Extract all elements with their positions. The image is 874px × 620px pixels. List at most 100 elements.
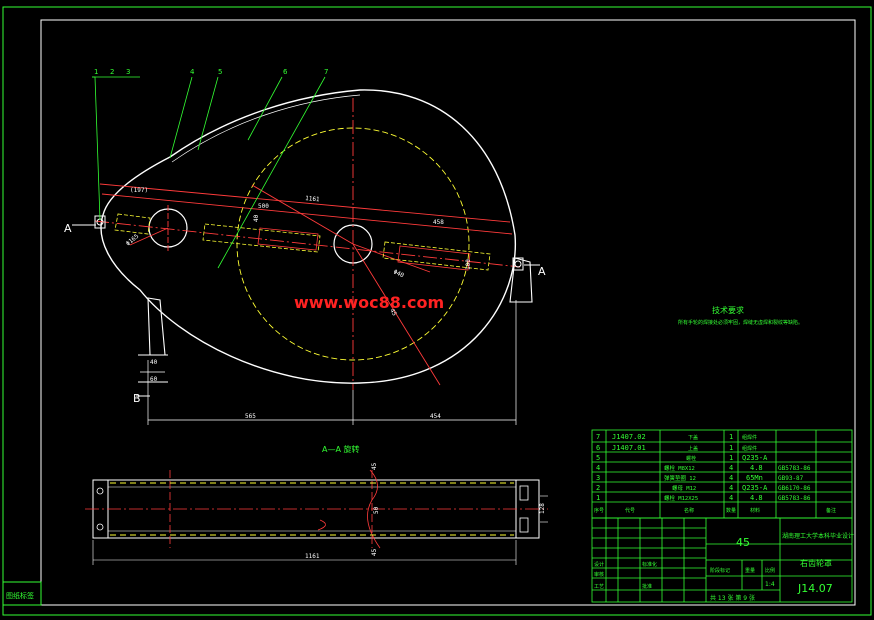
bom-row-7-mat: 组焊件 [742, 434, 757, 441]
dimension-texts: 1161 565 454 (197) 458 500 40 60 40 Φ165… [125, 187, 472, 420]
tb-scale: 1:4 [765, 581, 775, 588]
section-view [85, 469, 548, 565]
tb-stage-label: 阶段标记 [710, 567, 730, 574]
bom-row-4-no: 4 [596, 464, 600, 472]
bom-row-3-no: 3 [596, 474, 600, 482]
bom-row-2-name: 螺母 M12 [672, 484, 696, 492]
balloon-3: 3 [126, 68, 130, 76]
bom-row-1-mat: 4.8 [750, 494, 763, 502]
dim-sec-50: 50 [373, 506, 380, 514]
bom-row-7-qty: 1 [729, 433, 733, 441]
bom-header-code: 代号 [625, 507, 635, 514]
bom-row-1-std: GB5783-86 [778, 495, 811, 502]
title-block-grid [591, 517, 853, 603]
balloon-2: 2 [110, 68, 114, 76]
bom-row-6-mat: 组焊件 [742, 445, 757, 452]
bom-row-4-std: GB5783-86 [778, 465, 811, 472]
section-dashes [110, 482, 514, 536]
balloon-4: 4 [190, 68, 195, 76]
dim-458: 458 [433, 219, 444, 226]
bom-row-1-no: 1 [596, 494, 600, 502]
hidden-slot [114, 213, 491, 271]
bom-row-7-no: 7 [596, 433, 600, 441]
dim-60: 60 [150, 376, 158, 383]
section-b: B [133, 392, 141, 405]
bom-row-7-code: J1407.02 [612, 433, 646, 441]
tb-company: 湖南理工大学本科毕业设计 [782, 532, 854, 540]
dim-sec-45b: 45 [371, 548, 378, 556]
tb-sheets: 共 13 张 第 9 张 [710, 594, 755, 602]
bom-row-3-mat: 65Mn [746, 474, 763, 482]
section-dim-texts: 1161 45 45 50 128 [305, 462, 546, 560]
bom-row-2-std: GB6170-86 [778, 485, 811, 492]
bom-rows: 7 J1407.02 下盖 1 组焊件 6 J1407.01 上盖 1 组焊件 … [594, 433, 836, 514]
pitch-circle [236, 127, 470, 361]
center-lines [94, 98, 521, 390]
section-a-left: A [64, 222, 72, 235]
dim-100: 100 [465, 259, 472, 270]
bom-row-6-code: J1407.01 [612, 444, 646, 452]
bom-row-5-mat: Q235-A [742, 454, 768, 462]
section-a-right: A [538, 265, 546, 278]
title-block-texts: 45 湖南理工大学本科毕业设计 右齿轮罩 J14.07 阶段标记 重量 比例 1… [594, 532, 854, 602]
bom-row-7-name: 下盖 [688, 434, 698, 441]
bom-row-4-name: 螺栓 M8X12 [664, 464, 695, 472]
balloon-1: 1 [94, 68, 98, 76]
section-title: A—A 旋转 [322, 444, 360, 454]
bom-row-4-mat: 4.8 [750, 464, 763, 472]
bom-header-std: 备注 [826, 507, 836, 514]
gear-guard-outline [100, 89, 517, 384]
bom-row-1-name: 螺栓 M12X25 [664, 494, 698, 502]
dim-500: 500 [258, 203, 269, 210]
dim-sec-128: 128 [539, 503, 546, 514]
bom-header-mat: 材料 [750, 507, 760, 514]
balloon-6: 6 [283, 68, 288, 76]
dim-sec-45a: 45 [371, 462, 378, 470]
tb-material: 45 [736, 536, 750, 549]
tech-title: 技术要求 [712, 305, 744, 315]
section-end-bolts [96, 485, 529, 533]
bom-row-4-qty: 4 [729, 464, 733, 472]
bom-row-3-qty: 4 [729, 474, 733, 482]
bom-header-qty: 数量 [726, 507, 736, 514]
tb-check-label: 审核 [594, 571, 604, 578]
support-bracket [138, 257, 533, 383]
bom-row-6-qty: 1 [729, 444, 733, 452]
dim-454: 454 [430, 413, 441, 420]
tb-approve-label: 批准 [642, 583, 652, 590]
leader-lines [92, 76, 326, 269]
dimension-lines [140, 300, 517, 425]
watermark: www.woc88.com [294, 293, 444, 312]
tech-note: 所有手轮的焊接处必须牢固，焊缝无虚焊和裂纹等缺陷。 [678, 319, 803, 326]
dim-40a: 40 [253, 214, 260, 222]
dim-565: 565 [245, 413, 256, 420]
inner-frame [40, 19, 856, 606]
bom-row-5-name: 螺栓 [686, 455, 696, 462]
red-slot [257, 227, 471, 271]
bom-row-6-no: 6 [596, 444, 600, 452]
bom-row-5-no: 5 [596, 454, 600, 462]
bom-header-name: 名称 [684, 507, 694, 514]
dim-phi165: Φ165 [125, 233, 141, 248]
corner-label: 图纸标签 [6, 591, 34, 600]
bom-header-no: 序号 [594, 507, 604, 514]
dim-197: (197) [130, 187, 148, 194]
bom-row-3-std: GB93-87 [778, 475, 804, 482]
tb-craft-label: 工艺 [594, 584, 604, 590]
bom-row-2-mat: Q235-A [742, 484, 768, 492]
bom-row-3-name: 弹簧垫圈 12 [664, 474, 696, 482]
dim-1161: 1161 [305, 195, 320, 203]
corner-label-box [2, 581, 42, 606]
bom-row-6-name: 上盖 [688, 445, 698, 452]
tb-weight-label: 重量 [745, 567, 755, 574]
tb-drawing-no: J14.07 [797, 582, 833, 595]
dim-45: 45 [388, 308, 398, 318]
dim-phi40: Φ40 [392, 268, 405, 279]
tb-scale-label: 比例 [765, 567, 775, 574]
outer-frame [2, 6, 872, 616]
balloons: 1 2 3 4 5 6 7 [94, 68, 328, 76]
balloon-5: 5 [218, 68, 222, 76]
tb-designer-label: 设计 [594, 561, 604, 568]
dim-40b: 40 [150, 359, 158, 366]
